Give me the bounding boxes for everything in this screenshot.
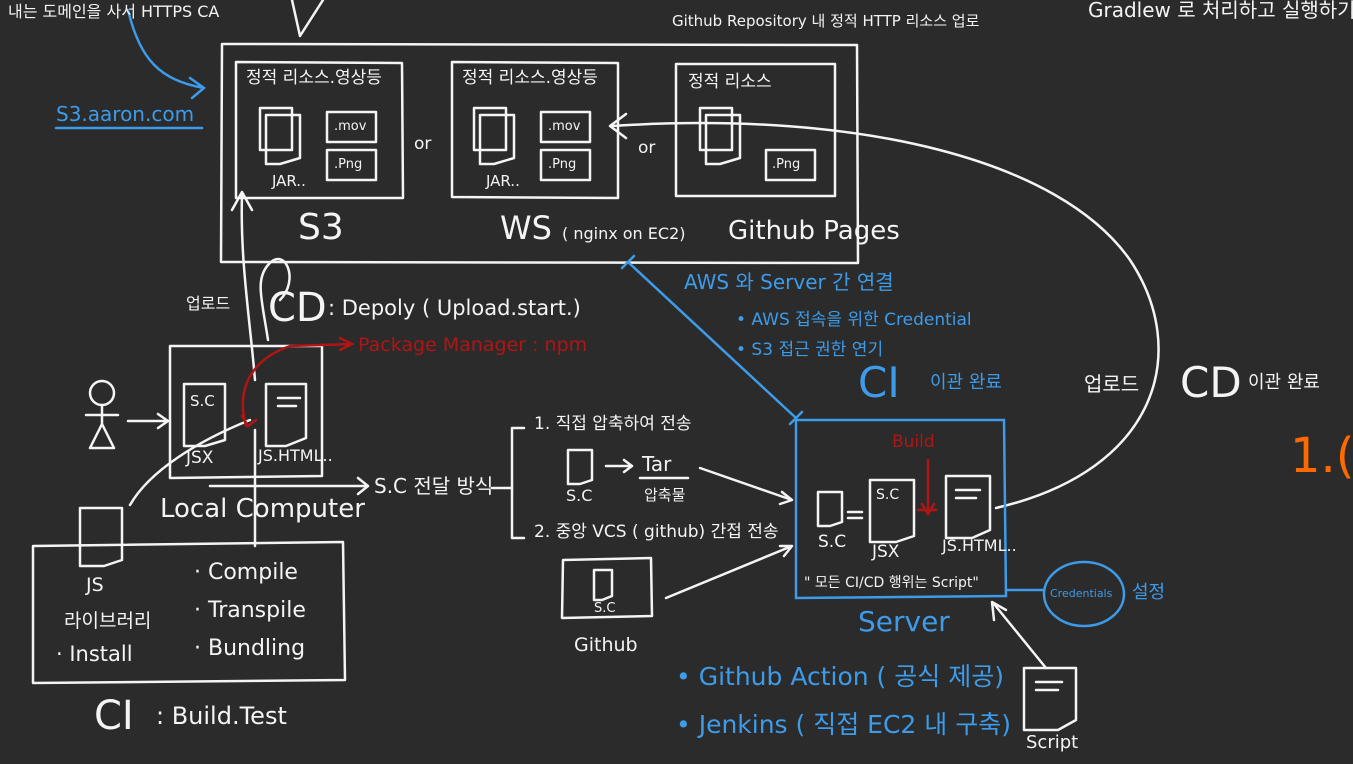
server-jsx-label: JSX	[872, 542, 900, 562]
or-label-2: or	[638, 138, 656, 158]
server-sc-bottom-label: S.C	[818, 532, 847, 552]
ci-handoff-title: CI	[858, 358, 900, 407]
bundling-label: · Bundling	[194, 636, 306, 661]
ws-png-box	[539, 148, 592, 182]
s3-jar: JAR..	[272, 172, 306, 190]
transfer-sc-label: S.C	[566, 486, 593, 505]
transfer-method-1: 1. 직접 압축하여 전송	[534, 414, 692, 434]
ws-mov: .mov	[548, 119, 581, 134]
local-sc-doc	[182, 382, 227, 448]
credentials-circle	[1042, 560, 1126, 628]
server-label: Server	[858, 605, 950, 638]
upload-arrow-right	[610, 121, 1160, 510]
upload-left-label: 업로드	[186, 294, 231, 313]
ws-label: WS	[500, 209, 552, 247]
local-computer-box	[168, 344, 324, 480]
gh-doc-icon	[698, 106, 742, 166]
compile-label: · Compile	[194, 560, 298, 585]
server-jsx-doc	[868, 478, 916, 544]
setup-label: 설정	[1132, 582, 1166, 603]
install-label: · Install	[56, 642, 133, 666]
server-sc-label: S.C	[876, 487, 900, 503]
ci-box	[31, 540, 347, 685]
js-lib-label-2: 라이브러리	[64, 610, 152, 632]
all-ci-script-label: " 모든 CI/CD 행위는 Script"	[804, 575, 979, 591]
transpile-label: · Transpile	[194, 598, 306, 623]
box2-title: 정적 리소스.영상등	[462, 68, 598, 88]
ws-sub-label: ( nginx on EC2)	[562, 224, 686, 243]
local-jsx-label: JSX	[186, 448, 214, 468]
storage-outer-box	[219, 42, 860, 265]
build-label: Build	[892, 432, 935, 452]
github-sc-label: S.C	[594, 601, 616, 616]
gh-png-box	[764, 148, 817, 182]
js-lib-label: JS	[86, 574, 104, 596]
aws-bullet-1: • AWS 접속을 위한 Credential	[736, 310, 972, 330]
gh-png: .Png	[772, 157, 801, 172]
aws-bullet-2: • S3 접근 권한 연기	[736, 340, 884, 360]
github-pages-label: Github Pages	[728, 216, 900, 246]
local-computer-label: Local Computer	[160, 494, 365, 524]
top-left-note: 내는 도메인을 사서 HTTPS CA	[8, 2, 220, 21]
ci-handoff-suffix: 이관 완료	[930, 372, 1002, 393]
person-icon	[88, 379, 116, 407]
transfer-method-2: 2. 중앙 VCS ( github) 간접 전송	[534, 522, 779, 542]
js-lib-doc	[78, 506, 124, 568]
server-js-html-doc	[944, 474, 992, 540]
server-js-html-label: JS.HTML..	[942, 536, 1017, 555]
s3-label: S3	[298, 207, 344, 248]
ci-title: CI	[94, 693, 134, 739]
ws-doc-icon	[472, 106, 516, 166]
github-box	[560, 556, 654, 620]
upload-arrow-left	[240, 193, 257, 382]
credentials-label: Credentials	[1050, 587, 1113, 600]
github-label: Github	[574, 634, 638, 656]
s3-mov: .mov	[334, 119, 367, 134]
or-label-1: or	[414, 134, 432, 154]
ws-jar: JAR..	[486, 172, 520, 190]
script-doc	[1022, 666, 1078, 732]
box3-title: 정적 리소스	[688, 72, 772, 92]
cd-handoff-suffix: 이관 완료	[1248, 372, 1320, 393]
aws-link-label: AWS 와 Server 간 연결	[684, 270, 894, 294]
s3-inner-box	[234, 60, 405, 200]
github-action-bullet: • Github Action ( 공식 제공)	[676, 662, 1004, 691]
server-sc-doc	[816, 490, 844, 528]
transfer-sc-doc	[566, 448, 594, 486]
box1-title: 정적 리소스.영상등	[246, 68, 382, 88]
package-manager-label: Package Manager : npm	[358, 334, 588, 356]
tar-label: Tar	[642, 452, 672, 476]
sc-transfer-label: S.C 전달 방식	[374, 474, 494, 498]
script-label: Script	[1026, 732, 1079, 753]
s3-png: .Png	[334, 157, 363, 172]
s3-doc-icon	[258, 106, 302, 166]
aws-link-line	[626, 260, 798, 420]
ws-png: .Png	[548, 157, 577, 172]
local-js-doc	[264, 382, 308, 448]
local-sc-label: S.C	[190, 392, 215, 410]
ws-inner-box	[450, 60, 620, 200]
cd-detail: : Depoly ( Upload.start.)	[328, 296, 581, 320]
s3-domain-text: S3.aaron.com	[56, 102, 195, 126]
ws-mov-box	[539, 110, 592, 144]
s3-png-box	[325, 148, 378, 182]
partial-number: 1.(	[1290, 428, 1353, 484]
cd-handoff-title: CD	[1180, 358, 1242, 407]
github-repo-note: Github Repository 내 정적 HTTP 리소스 업로	[672, 12, 980, 30]
local-js-html-label: JS.HTML..	[258, 446, 333, 465]
jenkins-bullet: • Jenkins ( 직접 EC2 내 구축)	[676, 710, 1011, 739]
compressed-label: 압축물	[644, 486, 686, 504]
top-right-note: Gradlew 로 처리하고 실행하기	[1088, 0, 1353, 22]
ci-detail: : Build.Test	[156, 702, 287, 730]
cd-title: CD	[268, 285, 327, 331]
upload-right-label: 업로드	[1084, 372, 1140, 396]
s3-mov-box	[325, 110, 378, 144]
server-box	[794, 418, 1008, 600]
github-pages-inner-box	[674, 62, 837, 198]
